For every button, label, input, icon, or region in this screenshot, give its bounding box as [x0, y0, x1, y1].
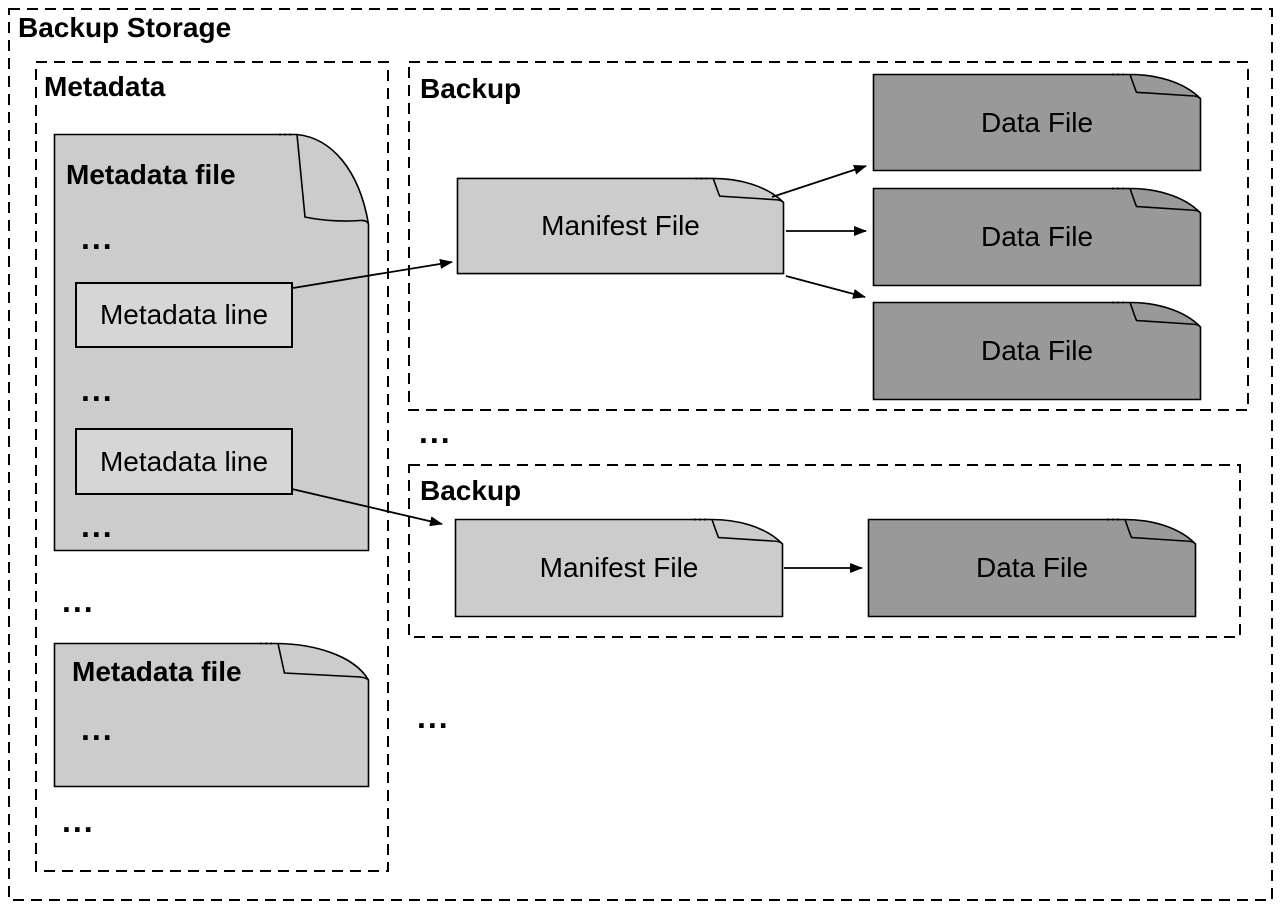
- metadata-line-1-label: Metadata line: [99, 299, 269, 330]
- backups-ellipsis-end: ...: [417, 699, 450, 735]
- metadata-files-ellipsis-end: ...: [62, 803, 95, 839]
- metadata-line-2-label: Metadata line: [99, 445, 269, 477]
- data-file-2-label: Data File: [980, 221, 1094, 252]
- document-shape: [456, 177, 785, 275]
- metadata-file-1-ellipsis-top: ...: [81, 220, 114, 256]
- metadata-line-2: Metadata line: [75, 428, 293, 495]
- data-file-1: Data File: [872, 73, 1202, 172]
- document-shape: [872, 301, 1202, 401]
- metadata-label: Metadata: [44, 71, 166, 102]
- data-file-3: Data File: [872, 301, 1202, 401]
- document-shape: [454, 518, 784, 618]
- metadata-file-1: Metadata file Metadata line Metadata lin…: [53, 133, 370, 552]
- data-file-2: Data File: [872, 187, 1202, 287]
- backup-2-box: [408, 464, 1241, 638]
- metadata-file-2-ellipsis: ...: [81, 711, 114, 747]
- manifest-file-2: Manifest File: [454, 518, 784, 618]
- data-file-3-label: Data File: [980, 335, 1094, 366]
- backups-ellipsis-between: ...: [419, 414, 452, 450]
- data-file-4-label: Data File: [975, 552, 1089, 583]
- manifest-file-1: Manifest File: [456, 177, 785, 275]
- backup-1-label: Backup: [420, 73, 522, 104]
- backup-1-box: [408, 61, 1249, 411]
- metadata-file-1-ellipsis-mid: ...: [81, 372, 114, 408]
- backup-storage-box: [8, 8, 1273, 901]
- metadata-file-1-title: Metadata file: [66, 159, 236, 190]
- manifest-file-1-label: Manifest File: [541, 210, 700, 241]
- metadata-files-ellipsis-between: ...: [62, 583, 95, 619]
- data-file-4: Data File: [867, 518, 1197, 618]
- metadata-file-2-title: Metadata file: [72, 656, 242, 687]
- document-shape: [872, 187, 1202, 287]
- document-shape: [53, 642, 370, 788]
- document-shape: [867, 518, 1197, 618]
- manifest-file-2-label: Manifest File: [539, 552, 699, 583]
- document-shape: [872, 73, 1202, 172]
- backup-storage-label: Backup Storage: [18, 12, 232, 43]
- data-file-1-label: Data File: [980, 106, 1094, 138]
- metadata-line-1: Metadata line: [75, 282, 293, 348]
- metadata-file-1-ellipsis-bottom: ...: [81, 508, 114, 544]
- metadata-file-2: Metadata file: [53, 642, 370, 788]
- backup-2-label: Backup: [420, 475, 522, 506]
- metadata-box: [35, 61, 389, 872]
